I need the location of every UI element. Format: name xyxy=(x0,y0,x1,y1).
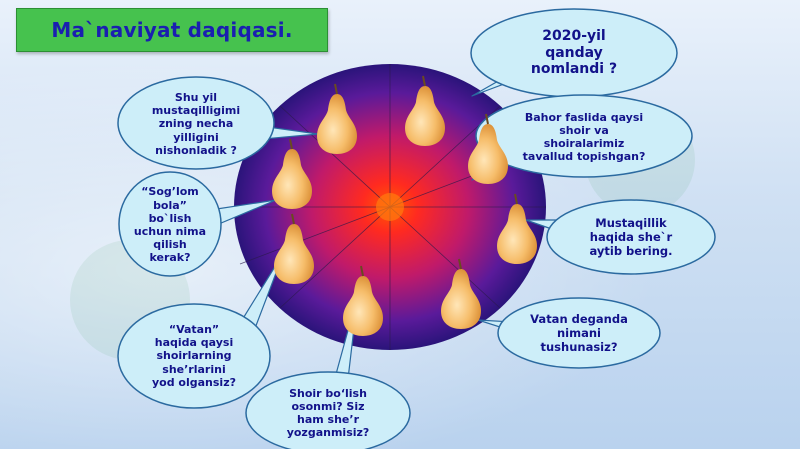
pear-icon xyxy=(497,193,537,264)
wheel-center-glow xyxy=(376,193,404,221)
bubble-q-healthy-child: “Sog’lom bola” bo`lish uchun nima qilish… xyxy=(133,185,207,265)
bubble-q-vatan-meaning: Vatan deganda nimani tushunasiz? xyxy=(530,312,628,354)
pear-icon xyxy=(441,258,481,329)
pear-icon xyxy=(468,113,508,184)
page-title: Ma`naviyat daqiqasi. xyxy=(51,18,293,42)
bubble-q-independence-poem: Mustaqillik haqida she`r aytib bering. xyxy=(589,216,673,258)
bubble-q-spring-poets: Bahor faslida qaysi shoir va shoiralarim… xyxy=(522,110,646,164)
pear-icon xyxy=(272,138,312,209)
bubble-q-vatan-poets: “Vatan” haqida qaysi shoirlarning she’rl… xyxy=(152,323,236,389)
bubble-q-poet-easy: Shoir bo‘lish osonmi? Siz ham she’r yozg… xyxy=(286,386,370,440)
pear-icon xyxy=(343,265,383,336)
bubble-q-independence-years: Shu yil mustaqilligimi zning necha yilli… xyxy=(151,91,241,157)
pear-icon xyxy=(274,213,314,284)
bubble-ellipses xyxy=(117,8,716,449)
pear-icon xyxy=(317,83,357,154)
pear-icon xyxy=(405,75,445,146)
pears xyxy=(272,75,537,336)
title-banner: Ma`naviyat daqiqasi. xyxy=(16,8,328,52)
bubble-q-2020: 2020-yil qanday nomlandi ? xyxy=(530,27,618,78)
